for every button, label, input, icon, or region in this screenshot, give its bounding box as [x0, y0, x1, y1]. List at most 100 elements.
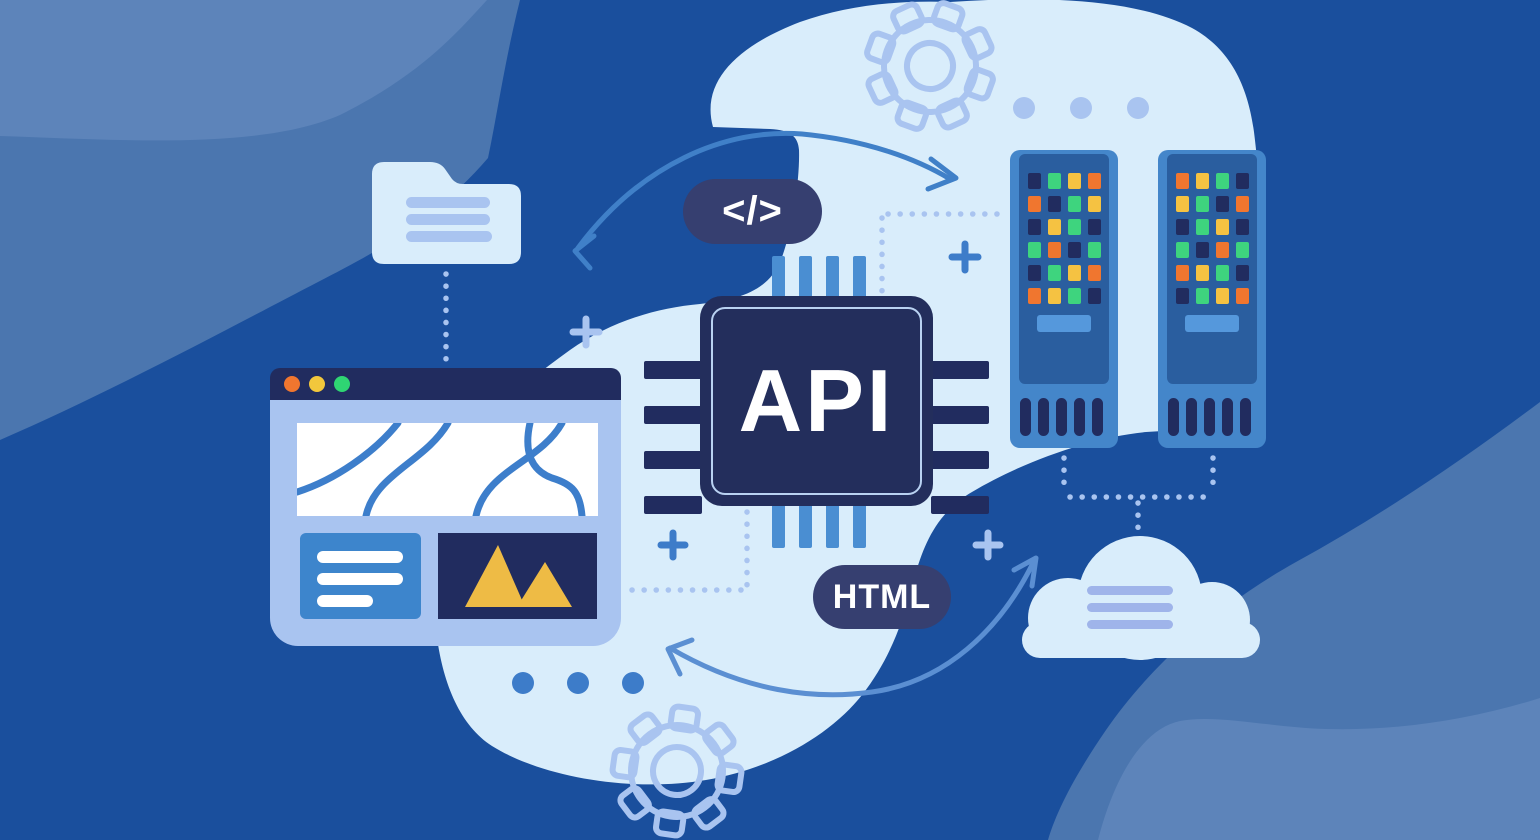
- server-light: [1236, 173, 1249, 189]
- rack-slot: [1185, 315, 1239, 332]
- cloud-icon: [1022, 536, 1260, 660]
- text-line: [317, 573, 403, 585]
- server-light: [1236, 265, 1249, 281]
- server-light: [1068, 219, 1081, 235]
- rack-vent: [1056, 398, 1067, 436]
- rack-vent: [1020, 398, 1031, 436]
- rack-vent: [1092, 398, 1103, 436]
- server-light: [1048, 265, 1061, 281]
- rack-vent: [1038, 398, 1049, 436]
- html-badge-label: HTML: [832, 577, 932, 616]
- server-light: [1236, 288, 1249, 304]
- server-light: [1028, 265, 1041, 281]
- server-light: [1068, 196, 1081, 212]
- server-light: [1196, 265, 1209, 281]
- rack-vent: [1204, 398, 1215, 436]
- map-panel: [297, 423, 598, 516]
- code-badge: </>: [683, 179, 822, 244]
- server-light: [1068, 242, 1081, 258]
- image-panel: [438, 533, 597, 619]
- server-light: [1236, 219, 1249, 235]
- gear-icon-bottom: [609, 703, 745, 839]
- server-light: [1196, 173, 1209, 189]
- server-light: [1048, 242, 1061, 258]
- server-light: [1028, 242, 1041, 258]
- dotted-connectors: [443, 211, 1216, 593]
- server-light: [1048, 219, 1061, 235]
- traffic-light: [284, 376, 300, 392]
- server-light: [1176, 288, 1189, 304]
- rack-light-panel: [1019, 154, 1109, 384]
- dots-top-right: [1013, 97, 1149, 119]
- map-squiggles: [297, 423, 586, 516]
- rack-vent: [1240, 398, 1251, 436]
- dotted-chip-rack: [879, 211, 1009, 295]
- server-light: [1068, 265, 1081, 281]
- traffic-light: [309, 376, 325, 392]
- api-chip: API: [700, 296, 933, 506]
- rack-vent: [1168, 398, 1179, 436]
- server-light: [1028, 173, 1041, 189]
- server-light: [1048, 288, 1061, 304]
- browser-window: [270, 368, 621, 646]
- mountains-icon: [465, 545, 572, 607]
- dots-bottom-left: [512, 672, 644, 694]
- server-light: [1216, 219, 1229, 235]
- server-light: [1088, 288, 1101, 304]
- dotted-browser-chip: [622, 509, 750, 593]
- plus-icon: [972, 529, 1004, 561]
- chip-pins: [644, 256, 989, 548]
- server-light: [1176, 242, 1189, 258]
- browser-titlebar: [270, 368, 621, 400]
- arrow-top: [572, 130, 959, 271]
- arrowhead-left-icon: [572, 233, 597, 271]
- arrowhead-right-icon: [1011, 555, 1039, 589]
- server-light: [1028, 196, 1041, 212]
- arrowhead-right-icon: [925, 156, 959, 192]
- server-light: [1028, 219, 1041, 235]
- server-light: [1176, 265, 1189, 281]
- code-badge-label: </>: [722, 189, 783, 233]
- server-light: [1216, 173, 1229, 189]
- text-line: [317, 551, 403, 563]
- server-light: [1216, 288, 1229, 304]
- text-line: [317, 595, 373, 607]
- server-rack-1: [1010, 150, 1118, 448]
- server-light: [1088, 196, 1101, 212]
- rack-slot: [1037, 315, 1091, 332]
- text-block-panel: [300, 533, 421, 619]
- browser-content: [270, 400, 621, 646]
- server-light: [1216, 265, 1229, 281]
- server-light: [1048, 173, 1061, 189]
- server-light: [1028, 288, 1041, 304]
- server-light: [1216, 242, 1229, 258]
- folder-icon: [372, 162, 521, 264]
- html-badge: HTML: [813, 565, 951, 629]
- server-light: [1088, 242, 1101, 258]
- traffic-light: [334, 376, 350, 392]
- server-light: [1176, 219, 1189, 235]
- plus-icon: [657, 529, 689, 561]
- arrowhead-left-icon: [665, 637, 695, 677]
- server-light: [1196, 288, 1209, 304]
- server-light: [1088, 219, 1101, 235]
- server-light: [1068, 173, 1081, 189]
- api-chip-label: API: [738, 351, 895, 450]
- rack-vent: [1186, 398, 1197, 436]
- server-light: [1048, 196, 1061, 212]
- server-light: [1176, 173, 1189, 189]
- server-light: [1088, 173, 1101, 189]
- gear-icon-top: [864, 0, 996, 132]
- server-light: [1176, 196, 1189, 212]
- plus-icon: [948, 240, 982, 274]
- chip-inner-border: [711, 307, 922, 495]
- server-light: [1196, 242, 1209, 258]
- rack-vent: [1074, 398, 1085, 436]
- server-light: [1068, 288, 1081, 304]
- server-light: [1196, 219, 1209, 235]
- rack-vent: [1222, 398, 1233, 436]
- server-light: [1216, 196, 1229, 212]
- server-rack-2: [1158, 150, 1266, 448]
